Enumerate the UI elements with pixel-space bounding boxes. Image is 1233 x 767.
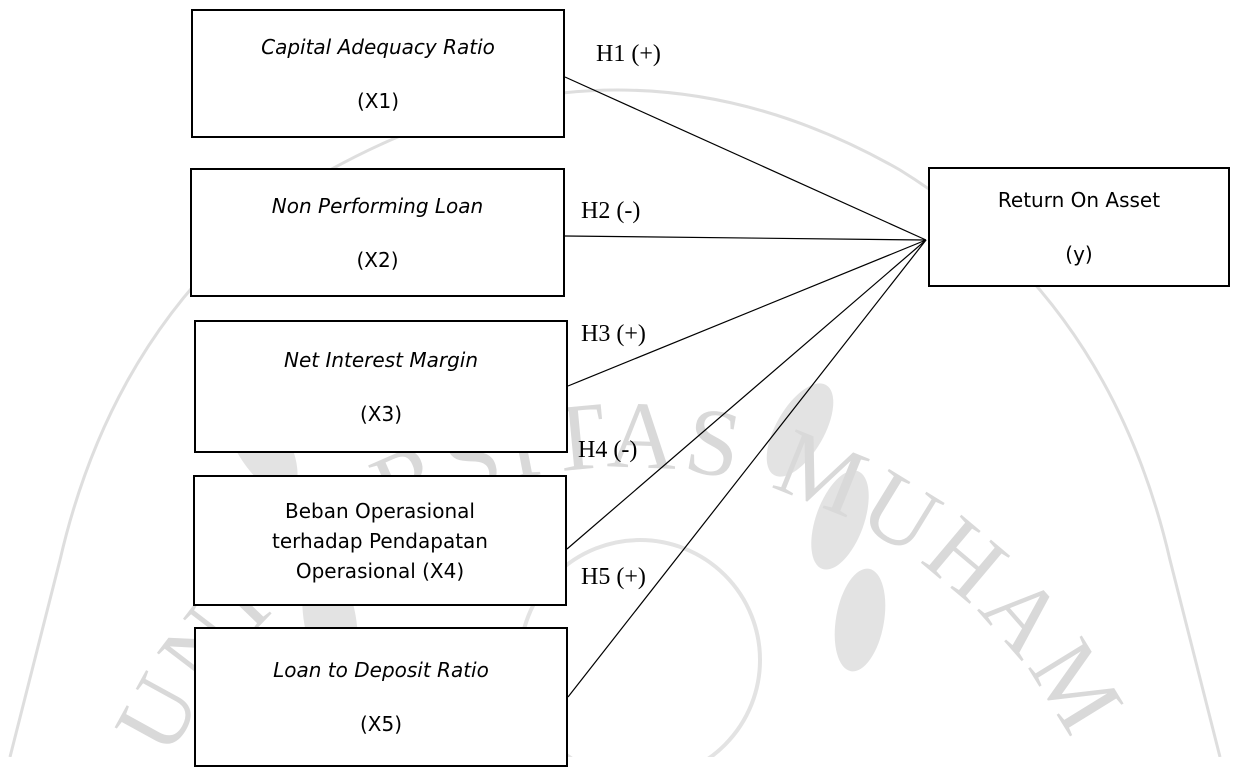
variable-code: (X5) xyxy=(359,712,403,736)
variable-box-x1: Capital Adequacy Ratio (X1) xyxy=(191,9,565,138)
variable-name: Loan to Deposit Ratio xyxy=(273,658,489,682)
variable-box-x5: Loan to Deposit Ratio (X5) xyxy=(194,627,568,767)
variable-box-x4: Beban Operasional terhadap Pendapatan Op… xyxy=(193,475,567,606)
dependent-variable-code: (y) xyxy=(1065,242,1093,266)
hypothesis-label-h5: H5 (+) xyxy=(581,564,646,590)
variable-code: (X1) xyxy=(356,88,400,113)
connector-h3 xyxy=(567,239,927,387)
variable-name: Net Interest Margin xyxy=(284,347,478,372)
hypothesis-label-h2: H2 (-) xyxy=(581,198,641,224)
variable-box-x3: Net Interest Margin (X3) xyxy=(194,320,568,453)
hypothesis-label-h4: H4 (-) xyxy=(578,437,638,463)
connector-h2 xyxy=(564,235,927,241)
variable-name-line: terhadap Pendapatan xyxy=(272,528,488,553)
variable-code: (X2) xyxy=(356,247,399,272)
variable-name-line: Beban Operasional xyxy=(285,498,475,523)
dependent-variable-name: Return On Asset xyxy=(997,188,1161,212)
variable-box-x2: Non Performing Loan (X2) xyxy=(190,168,565,297)
connector-h1 xyxy=(564,76,927,241)
connector-h4 xyxy=(566,239,927,550)
variable-name: Non Performing Loan xyxy=(271,193,484,218)
dependent-variable-box: Return On Asset (y) xyxy=(928,167,1230,287)
hypothesis-label-h1: H1 (+) xyxy=(596,41,661,67)
variable-code: (X3) xyxy=(359,401,403,426)
hypothesis-label-h3: H3 (+) xyxy=(581,321,646,347)
variable-name: Capital Adequacy Ratio xyxy=(261,34,495,59)
connector-h5 xyxy=(567,239,927,698)
variable-name-line: Operasional (X4) xyxy=(295,558,465,583)
